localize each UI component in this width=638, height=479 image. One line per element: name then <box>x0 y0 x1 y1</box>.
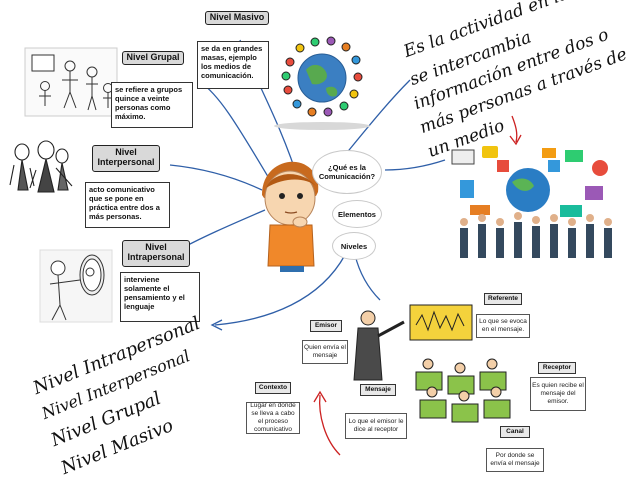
connector-levels-list <box>214 254 346 326</box>
interpersonal-illustration <box>9 140 73 193</box>
intrapersonal-illustration <box>39 249 113 323</box>
receptor-desc: Es quien recibe el mensaje del emisor. <box>530 377 586 411</box>
arrow-red-context <box>313 390 341 456</box>
node-intrapersonal-title: Nivel Intrapersonal <box>122 240 190 267</box>
connector-grupal <box>199 81 271 181</box>
canal-desc: Por donde se envía el mensaje <box>486 448 544 472</box>
communication-scene-illustration <box>353 304 511 423</box>
referente-desc: Lo que se evoca en el mensaje. <box>476 314 530 338</box>
arrow-levels-list <box>210 319 223 331</box>
contexto-desc: Lugar en donde se lleva a cabo el proces… <box>246 402 300 434</box>
emisor-desc: Quien envía el mensaje <box>302 340 348 364</box>
connector-interpersonal <box>169 164 263 191</box>
mensaje-desc: Lo que el emisor le dice al receptor <box>345 413 407 439</box>
node-masivo-desc: se da en grandes masas, ejemplo los medi… <box>197 41 269 89</box>
group-meeting-illustration <box>24 47 118 117</box>
node-interpersonal-desc: acto comunicativo que se pone en práctic… <box>85 182 170 228</box>
contexto-label: Contexto <box>255 382 291 394</box>
mensaje-label: Mensaje <box>360 384 396 396</box>
node-interpersonal-title: Nivel Interpersonal <box>92 145 160 172</box>
technology-collage-illustration <box>451 146 612 258</box>
elementos-bubble: Elementos <box>332 200 382 228</box>
canal-label: Canal <box>500 426 530 438</box>
receptor-label: Receptor <box>538 362 576 374</box>
referente-label: Referente <box>484 293 522 305</box>
node-intrapersonal-desc: interviene solamente el pensamiento y el… <box>120 272 200 322</box>
connector-image-right <box>384 159 446 171</box>
node-grupal-title: Nivel Grupal <box>122 51 184 65</box>
node-grupal-desc: se refiere a grupos quince a veinte pers… <box>111 82 193 128</box>
globe-people-illustration <box>274 36 370 130</box>
arrow-red-definition <box>509 115 522 146</box>
thinking-boy-illustration <box>262 161 319 272</box>
niveles-bubble: Niveles <box>332 232 376 260</box>
question-bubble: ¿Qué es la Comunicación? <box>312 150 382 194</box>
node-masivo-title: Nivel Masivo <box>205 11 269 25</box>
connector-scheme <box>354 254 381 301</box>
emisor-label: Emisor <box>310 320 342 332</box>
